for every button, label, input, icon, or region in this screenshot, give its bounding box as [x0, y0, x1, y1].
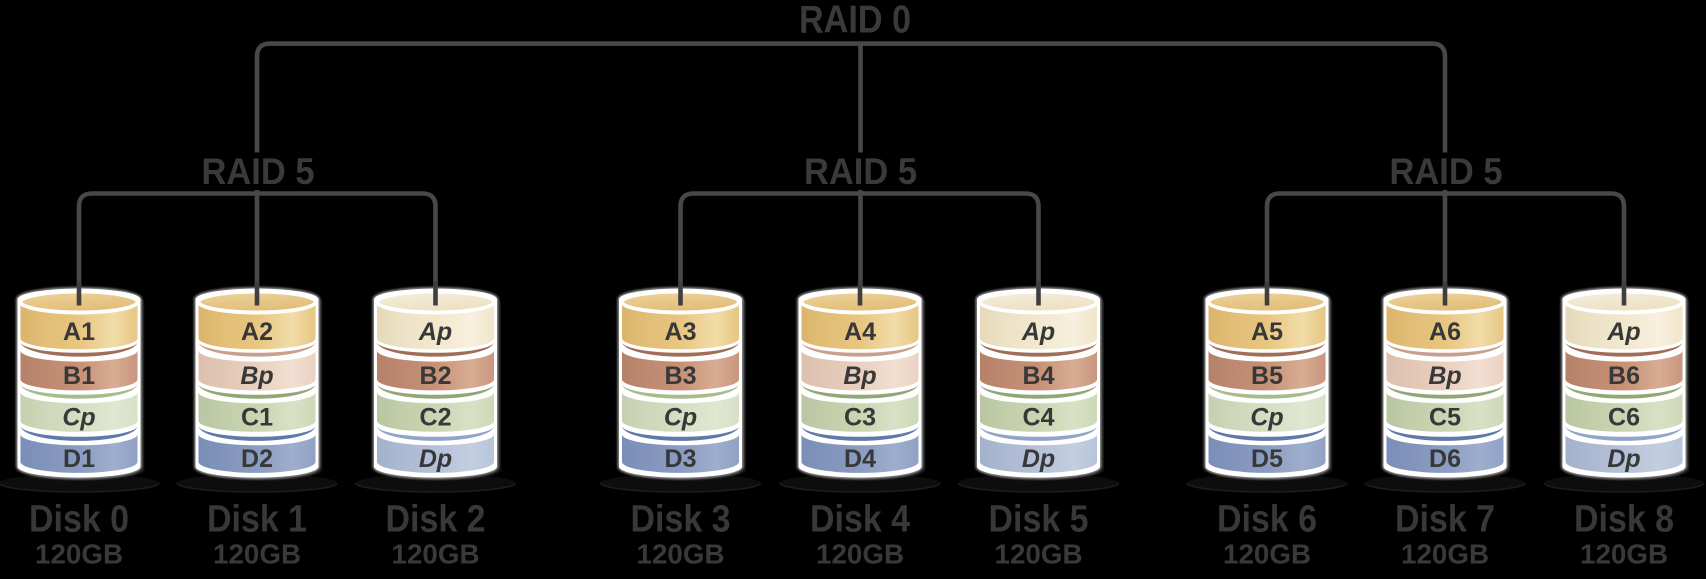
svg-text:B1: B1: [63, 362, 95, 390]
svg-text:Bp: Bp: [1428, 362, 1461, 390]
svg-text:D4: D4: [844, 445, 876, 473]
svg-text:Cp: Cp: [664, 404, 697, 432]
svg-text:Disk 7: Disk 7: [1395, 499, 1495, 541]
svg-text:C5: C5: [1429, 404, 1461, 432]
svg-text:A4: A4: [844, 318, 876, 346]
svg-text:120GB: 120GB: [213, 538, 301, 569]
svg-text:A5: A5: [1251, 318, 1283, 346]
svg-text:Disk 1: Disk 1: [207, 499, 307, 541]
svg-text:A1: A1: [63, 318, 95, 346]
svg-text:B4: B4: [1023, 362, 1055, 390]
svg-text:120GB: 120GB: [637, 538, 725, 569]
svg-text:Cp: Cp: [62, 404, 95, 432]
svg-text:C2: C2: [420, 404, 452, 432]
svg-text:Ap: Ap: [418, 318, 452, 346]
svg-text:D6: D6: [1429, 445, 1461, 473]
svg-text:120GB: 120GB: [1401, 538, 1489, 569]
svg-text:RAID 5: RAID 5: [1390, 151, 1503, 192]
svg-text:120GB: 120GB: [1223, 538, 1311, 569]
svg-text:B2: B2: [420, 362, 452, 390]
svg-text:120GB: 120GB: [816, 538, 904, 569]
svg-text:Ap: Ap: [1021, 318, 1055, 346]
svg-text:RAID 0: RAID 0: [799, 0, 911, 41]
svg-text:D5: D5: [1251, 445, 1283, 473]
svg-text:Disk 3: Disk 3: [631, 499, 731, 541]
svg-text:Dp: Dp: [1022, 445, 1055, 473]
svg-text:Disk 2: Disk 2: [386, 499, 486, 541]
svg-text:Dp: Dp: [1607, 445, 1640, 473]
svg-text:Disk 8: Disk 8: [1574, 499, 1674, 541]
svg-text:C1: C1: [241, 404, 273, 432]
svg-text:Cp: Cp: [1250, 404, 1283, 432]
svg-text:Disk 4: Disk 4: [810, 499, 910, 541]
svg-text:Disk 5: Disk 5: [989, 499, 1089, 541]
svg-text:B6: B6: [1608, 362, 1640, 390]
svg-text:D2: D2: [241, 445, 273, 473]
svg-text:120GB: 120GB: [1580, 538, 1668, 569]
svg-text:D1: D1: [63, 445, 95, 473]
svg-text:RAID 5: RAID 5: [804, 151, 917, 192]
svg-text:C4: C4: [1023, 404, 1055, 432]
svg-text:Bp: Bp: [240, 362, 273, 390]
svg-text:A2: A2: [241, 318, 273, 346]
svg-text:B3: B3: [665, 362, 697, 390]
svg-text:Disk 0: Disk 0: [29, 499, 129, 541]
svg-text:D3: D3: [665, 445, 697, 473]
svg-text:A6: A6: [1429, 318, 1461, 346]
svg-text:Ap: Ap: [1606, 318, 1640, 346]
svg-text:A3: A3: [665, 318, 697, 346]
svg-text:C6: C6: [1608, 404, 1640, 432]
svg-text:Bp: Bp: [843, 362, 876, 390]
svg-text:Dp: Dp: [419, 445, 452, 473]
svg-text:120GB: 120GB: [35, 538, 123, 569]
svg-text:120GB: 120GB: [995, 538, 1083, 569]
svg-text:120GB: 120GB: [392, 538, 480, 569]
svg-text:Disk 6: Disk 6: [1217, 499, 1317, 541]
svg-text:RAID 5: RAID 5: [202, 151, 315, 192]
svg-text:C3: C3: [844, 404, 876, 432]
svg-text:B5: B5: [1251, 362, 1283, 390]
